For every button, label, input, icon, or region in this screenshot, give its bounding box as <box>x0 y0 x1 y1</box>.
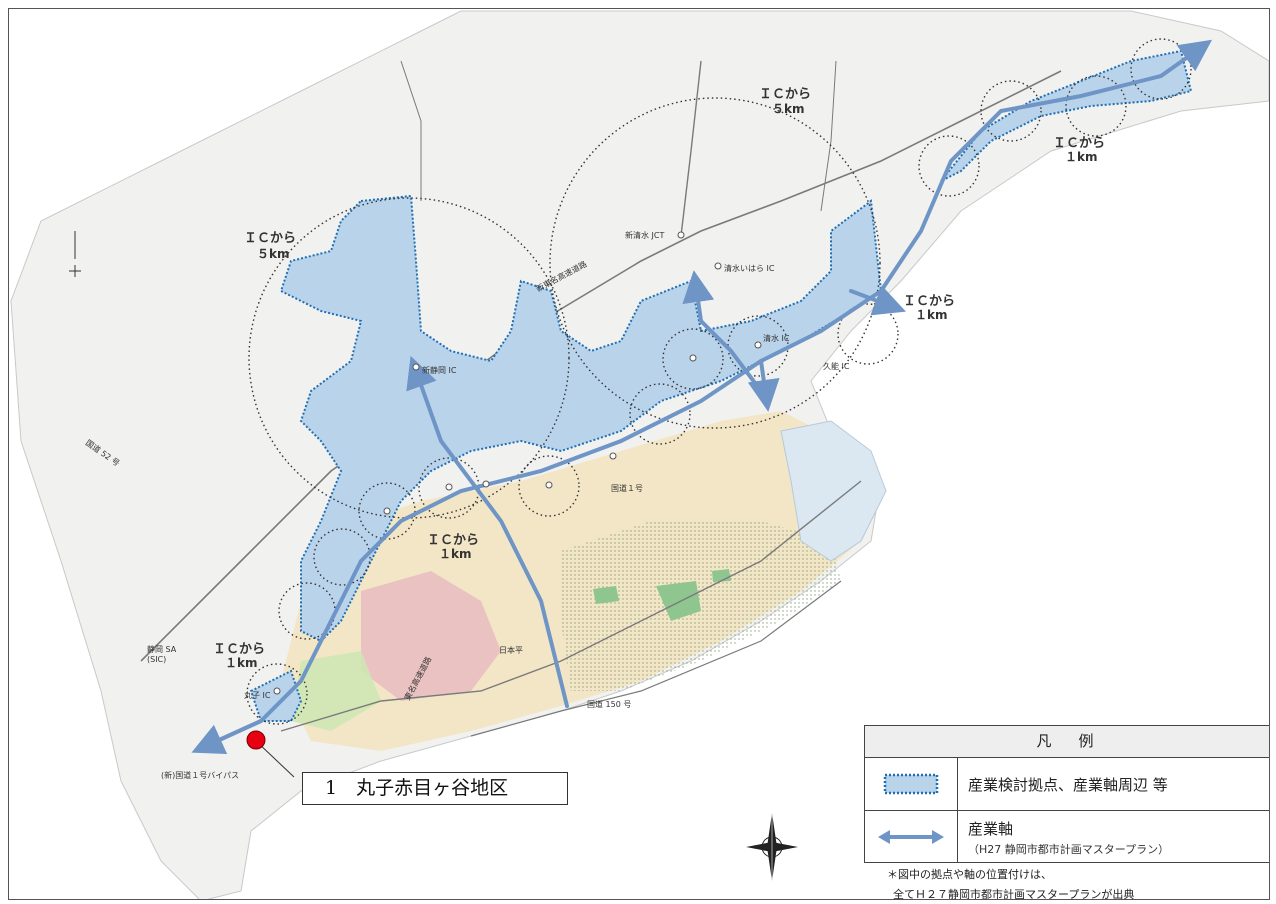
axis-main <box>204 39 1213 748</box>
coast-road-150 <box>470 580 842 737</box>
green-patch <box>593 586 619 604</box>
place-label: 静岡 SA <box>147 644 177 654</box>
ring-label: １km <box>915 308 948 322</box>
industrial-axes <box>191 39 1213 754</box>
axis-ic-east <box>849 285 906 316</box>
kokudo-52-road <box>820 60 837 212</box>
ring-ic-1km <box>918 135 980 197</box>
legend-item-label: 産業軸 <box>968 819 1014 838</box>
location-marker-icon[interactable] <box>246 730 295 778</box>
place-label: 清水 IC <box>763 333 790 343</box>
place-label: 丸子 IC <box>244 690 271 700</box>
place-label: 清水いはら IC <box>724 263 775 273</box>
nihondaira-hills <box>561 521 841 691</box>
ring-ic-1km <box>313 528 371 586</box>
ring-ic-1km <box>629 383 691 445</box>
place-label: 日本平 <box>499 645 523 655</box>
axis-tail <box>191 719 263 754</box>
place-label: 新清水 JCT <box>625 230 664 240</box>
ring-label: ５km <box>772 102 805 116</box>
port-area <box>780 420 887 562</box>
legend: 凡 例 産業検討拠点、産業軸周辺 等 産業軸 （H27 静岡市都市計画マスタープ… <box>864 725 1269 863</box>
zone-west <box>279 194 883 643</box>
zone-swatch-icon <box>883 773 939 795</box>
ring-label: ＩＣから <box>759 87 811 102</box>
ring-north-5km <box>549 97 881 429</box>
ring-ic-1km <box>1065 75 1127 137</box>
tomei-road <box>280 480 862 732</box>
valley-road <box>400 60 422 201</box>
legend-item-zone: 産業検討拠点、産業軸周辺 等 <box>865 758 1269 811</box>
legend-item-sub: （H27 静岡市都市計画マスタープラン） <box>968 842 1170 856</box>
legend-item-axis: 産業軸 （H27 静岡市都市計画マスタープラン） <box>865 811 1269 863</box>
urban-west <box>291 651 381 731</box>
green-patch <box>656 581 701 621</box>
ring-label: ５km <box>257 247 290 261</box>
ring-label: １km <box>1065 150 1098 164</box>
place-label: 国道 150 号 <box>587 699 631 709</box>
site-callout-text: 1 丸子赤目ヶ谷地区 <box>325 777 509 799</box>
ring-label: ＩＣから <box>213 642 265 657</box>
north-arrow-icon <box>69 231 81 277</box>
axis-east-north <box>682 270 763 393</box>
ic-nodes <box>273 231 762 695</box>
note-line: ＊図中の拠点や軸の位置付けは、 <box>887 868 1052 881</box>
ring-label: ＩＣから <box>427 533 479 548</box>
axis-west-north <box>406 355 569 708</box>
ring-label: ＩＣから <box>244 231 296 246</box>
map-frame: ＩＣから ５km ＩＣから ５km ＩＣから １km ＩＣから １km ＩＣから… <box>8 8 1270 900</box>
urban-core <box>361 571 501 701</box>
ring-label: ＩＣから <box>1053 136 1105 151</box>
source-note: ＊図中の拠点や軸の位置付けは、 全てＨ２７静岡市都市計画マスタープランが出典 <box>887 865 1135 900</box>
legend-item-label: 産業検討拠点、産業軸周辺 等 <box>968 775 1168 794</box>
ring-west-5km <box>248 197 570 519</box>
note-line: 全てＨ２７静岡市都市計画マスタープランが出典 <box>893 888 1135 900</box>
ring-ic-1km <box>518 455 580 517</box>
ring-label: １km <box>225 656 258 670</box>
ring-ic-1km <box>837 303 899 365</box>
place-label: (新)国道１号バイパス <box>161 770 239 780</box>
map-canvas[interactable]: ＩＣから ５km ＩＣから ５km ＩＣから １km ＩＣから １km ＩＣから… <box>9 9 1270 900</box>
double-arrow-icon <box>878 830 944 844</box>
axis-east-south <box>747 359 780 412</box>
place-label: (SIC) <box>147 655 166 664</box>
ring-ic-1km <box>246 663 308 725</box>
place-label: 新静岡 IC <box>422 365 457 375</box>
ring-ic-1km <box>662 328 724 390</box>
ring-label: １km <box>439 547 472 561</box>
shintomei-road <box>140 70 1062 662</box>
ring-label: ＩＣから <box>903 294 955 309</box>
ring-ic-1km <box>980 80 1042 142</box>
ring-ic-1km <box>358 482 416 540</box>
site-callout: 1 丸子赤目ヶ谷地区 <box>302 772 568 805</box>
road-network <box>140 60 1062 737</box>
legend-title: 凡 例 <box>865 726 1269 758</box>
zone-south-west <box>249 669 303 722</box>
compass-rose-icon <box>746 813 798 881</box>
chubu-odan-road <box>680 60 702 237</box>
place-label: 国道１号 <box>611 483 643 493</box>
place-label: 久能 IC <box>823 361 850 371</box>
